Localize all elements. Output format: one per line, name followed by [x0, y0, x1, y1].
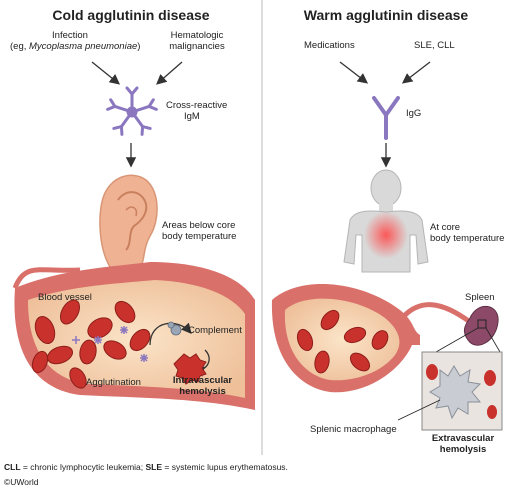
ear-icon [99, 174, 158, 277]
igm-pentamer-icon [106, 86, 158, 136]
intravascular-hemolysis-label: Intravascular hemolysis [172, 375, 233, 397]
complement-label: Complement [188, 325, 242, 336]
arrow-sle-to-igg [401, 61, 431, 84]
medications-label: Medications [304, 40, 355, 51]
igg-label: IgG [406, 108, 422, 119]
spleen-label: Spleen [465, 292, 495, 303]
core-temp-label: At core body temperature [430, 222, 505, 244]
arrow-infection-to-igm [91, 61, 121, 85]
complement-arrow [149, 322, 192, 346]
macrophage-pointer [397, 399, 441, 421]
right-blood-vessel [271, 283, 472, 393]
left-title: Cold agglutinin disease [52, 7, 210, 23]
infection-label: Infection (eg, Mycoplasma pneumoniae) [10, 30, 141, 52]
extravascular-hemolysis-label: Extravascular hemolysis [431, 433, 495, 455]
complement-icon [167, 321, 182, 336]
arrow-medications-to-igg [339, 61, 369, 84]
sle-cll-label: SLE, CLL [414, 40, 455, 51]
agglutination-label: Agglutination [86, 377, 141, 388]
lysed-rbc-icon [173, 353, 207, 385]
spleen-icon [435, 306, 501, 353]
right-rbc-cluster [296, 309, 389, 374]
blood-vessel-label: Blood vessel [38, 292, 92, 303]
igg-antibody-icon [372, 96, 400, 140]
arrow-malignancy-to-igm [156, 61, 183, 85]
left-rbc-cluster [31, 299, 151, 389]
right-title: Warm agglutinin disease [303, 7, 469, 23]
copyright-notice: ©UWorld [4, 477, 39, 487]
below-core-temp-label: Areas below core body temperature [162, 220, 237, 242]
igm-small-icons [72, 326, 148, 362]
malignancy-label: Hematologic malignancies [169, 30, 225, 52]
macrophage-inset [421, 351, 503, 431]
human-torso-icon [343, 169, 429, 273]
igm-label: Cross-reactive IgM [166, 100, 228, 122]
footnote-abbreviations: CLL = chronic lymphocytic leukemia; SLE … [4, 462, 288, 472]
splenic-macrophage-label: Splenic macrophage [310, 424, 397, 435]
